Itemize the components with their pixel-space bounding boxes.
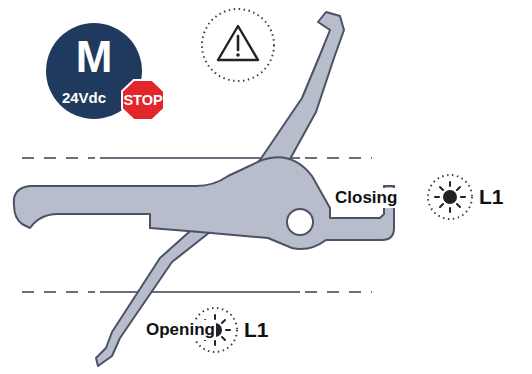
stop-sign: STOP bbox=[121, 79, 165, 121]
lamp-label: L1 bbox=[478, 185, 505, 209]
closing-label: Closing bbox=[334, 188, 398, 208]
lamp-label: L1 bbox=[243, 318, 270, 342]
motor-letter: M bbox=[76, 32, 113, 82]
opening-label: Opening bbox=[145, 320, 216, 340]
stop-text: STOP bbox=[123, 92, 162, 108]
voltage-label: 24Vdc bbox=[62, 89, 106, 106]
